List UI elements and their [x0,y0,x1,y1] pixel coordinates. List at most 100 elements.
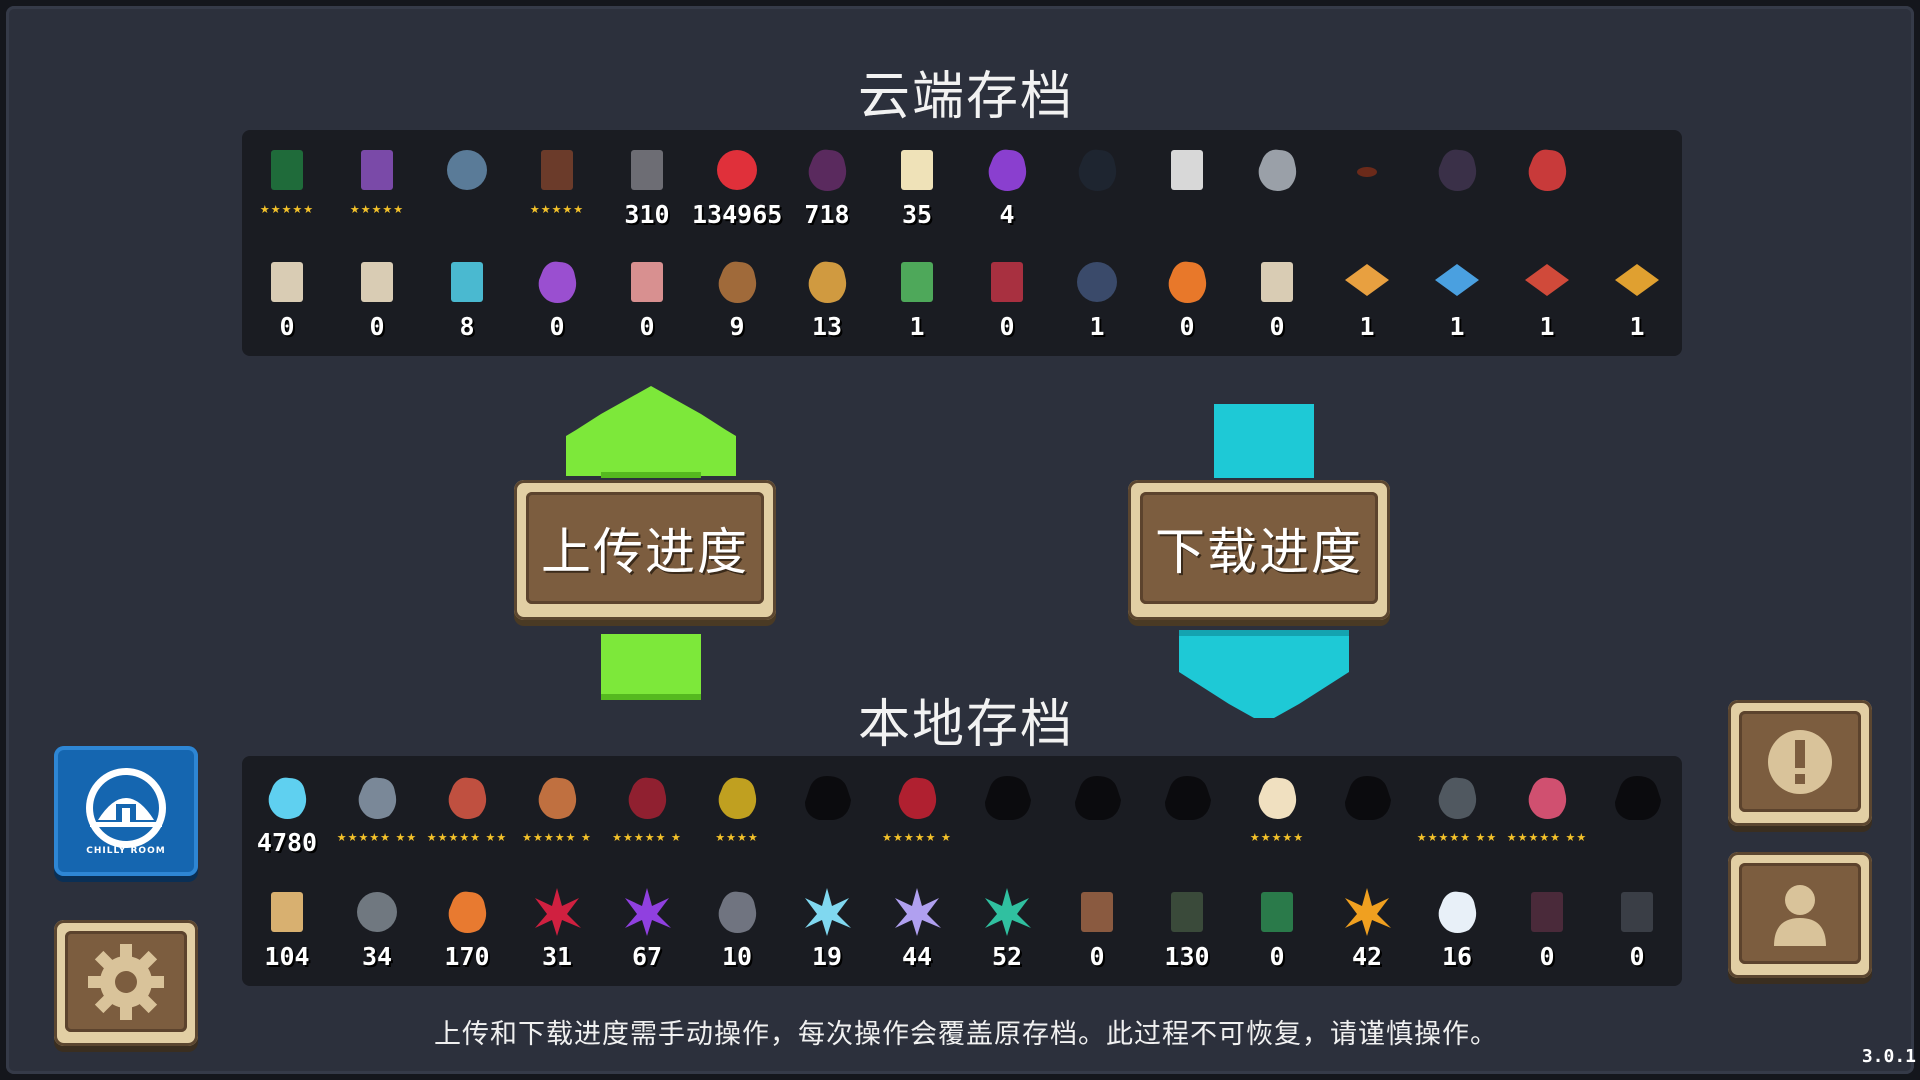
item-slot: ★★★★★ [1232,762,1322,872]
item-count: 52 [991,942,1023,971]
item-count: 170 [444,942,490,971]
item-slot: ★★★★★ [242,134,332,244]
item-slot: 130 [1142,876,1232,986]
locked-character-icon [1067,770,1127,826]
item-count: 8 [459,312,475,341]
witch-icon [527,770,587,826]
item-count: 0 [639,312,655,341]
star-rating: ★★★★★ ★★ [426,831,508,844]
assassin-icon [617,770,677,826]
purple-book-icon [347,142,407,198]
account-button[interactable] [1728,852,1872,978]
item-slot: 718 [782,134,872,244]
chilly-room-button[interactable]: CHILLY ROOM [54,746,198,876]
star-rating: ★★★★★ ★ [882,831,952,844]
green-pipe-icon [1247,884,1307,940]
red-crystal-icon [527,884,587,940]
alert-button-face [1739,711,1861,812]
item-slot: 0 [602,246,692,356]
white-feather-icon [1427,884,1487,940]
settings-button-face [65,931,187,1032]
item-slot: 0 [962,246,1052,356]
item-slot [1502,134,1592,244]
paper-scroll-icon [347,254,407,310]
item-count: 130 [1164,942,1210,971]
item-slot: ★★★★ [692,762,782,872]
item-slot: 0 [1142,246,1232,356]
gold-tile-icon [1607,254,1667,310]
item-slot: 170 [422,876,512,986]
item-count: 0 [1539,942,1555,971]
item-count: 1 [1539,312,1555,341]
local-row-1: 4780★★★★★ ★★★★★★★ ★★★★★★★ ★★★★★★ ★★★★★★★… [242,762,1682,872]
locked-character-icon [1157,770,1217,826]
potted-plant-icon [527,142,587,198]
star-rating: ★★★★★ [529,203,585,216]
star-rating: ★★★★★ [259,203,315,216]
item-count: 13 [811,312,843,341]
fish-icon [797,254,857,310]
item-slot [782,762,872,872]
priest-icon [1247,770,1307,826]
download-arrow-icon [1179,404,1349,718]
person-icon [1774,884,1826,946]
scroll-card-icon [887,142,947,198]
upload-progress-button[interactable]: 上传进度 [514,480,776,620]
black-cat-icon [1067,142,1127,198]
item-slot: 8 [422,246,512,356]
account-button-face [1739,863,1861,964]
star-rating: ★★★★★ [1249,831,1305,844]
item-slot: 0 [512,246,602,356]
alert-button[interactable] [1728,700,1872,826]
item-count: 0 [999,312,1015,341]
item-slot [1142,134,1232,244]
settings-button[interactable] [54,920,198,1046]
rogue-icon [437,770,497,826]
mailbox-icon [1067,884,1127,940]
green-cabinet-icon [257,142,317,198]
item-slot: 4780 [242,762,332,872]
item-slot: 44 [872,876,962,986]
item-slot: 67 [602,876,692,986]
red-gem-icon [707,142,767,198]
item-slot: 34 [332,876,422,986]
item-count: 9 [729,312,745,341]
item-slot: 1 [1322,246,1412,356]
purple-crystal-icon [617,884,677,940]
vampire-icon [887,770,947,826]
item-slot: 9 [692,246,782,356]
bat-icon [1427,142,1487,198]
item-slot: 0 [1502,876,1592,986]
ice-crystal-icon [797,884,857,940]
jar-icon [617,254,677,310]
item-slot: ★★★★★ [332,134,422,244]
item-count: 1 [1089,312,1105,341]
item-count: 10 [721,942,753,971]
item-count: 1 [1449,312,1465,341]
item-slot: 0 [1232,246,1322,356]
item-slot: 10 [692,876,782,986]
dark-page-icon [1607,884,1667,940]
upload-arrow-icon [566,386,736,700]
item-count: 1 [1629,312,1645,341]
locked-character-icon [797,770,857,826]
locked-character-icon [1607,770,1667,826]
star-rating: ★★★★★ [349,203,405,216]
orange-tile-icon [1337,254,1397,310]
item-count: 67 [631,942,663,971]
item-count: 0 [1179,312,1195,341]
item-count: 4 [999,200,1015,229]
violet-crystal-icon [887,884,947,940]
item-count: 34 [361,942,393,971]
item-count: 718 [804,200,850,229]
item-slot [1322,134,1412,244]
item-count: 134965 [692,200,783,229]
version-label: 3.0.1 [1861,1046,1916,1067]
item-slot [1232,134,1322,244]
item-slot: 13 [782,246,872,356]
download-progress-button[interactable]: 下载进度 [1128,480,1390,620]
tap-sign-icon [1157,142,1217,198]
small-bug-icon [1337,142,1397,198]
